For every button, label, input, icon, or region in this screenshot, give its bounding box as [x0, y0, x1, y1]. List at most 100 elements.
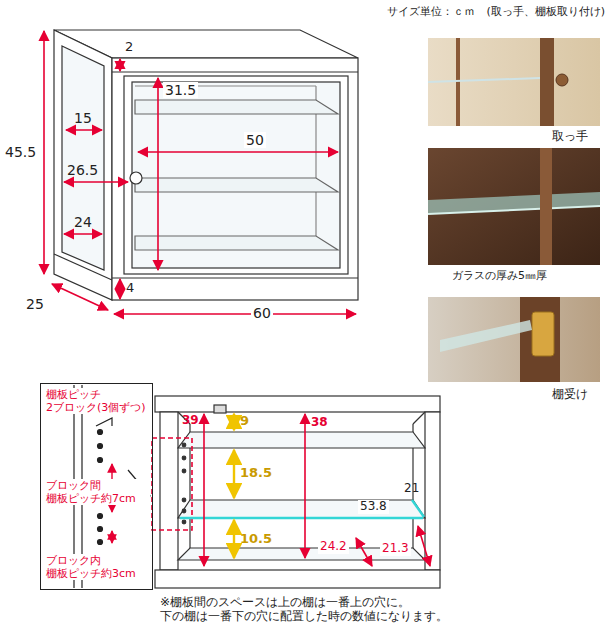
shelf-upper — [135, 100, 338, 114]
dim-arrow — [64, 233, 102, 235]
side-base-line — [54, 254, 112, 280]
dimension: 38 — [311, 416, 328, 430]
dim-arrow — [356, 538, 372, 566]
dim-arrow — [157, 78, 159, 270]
dimension: 60 — [251, 305, 273, 321]
front-face — [112, 58, 358, 300]
photo-glass-shelf — [428, 192, 600, 214]
dim-arrow — [304, 414, 306, 558]
photo-knob — [556, 74, 568, 86]
door-knob — [130, 172, 142, 184]
hole — [182, 456, 186, 460]
footnote: ※棚板間のスペースは上の棚は一番上の穴に。 下の棚は一番下の穴に配置した時の数値… — [160, 596, 460, 624]
photo-caption: ガラスの厚み5㎜厚 — [452, 270, 547, 283]
pitch-note: ブロック内 棚板ピッチ約3cm — [46, 554, 150, 580]
base-line — [112, 277, 358, 278]
dimension: 24.2 — [318, 540, 349, 554]
hole — [182, 509, 186, 513]
side-glass — [62, 46, 104, 270]
dimension: 24 — [74, 214, 92, 230]
dimension: 2 — [125, 40, 133, 55]
hole — [182, 469, 186, 473]
base — [155, 570, 440, 588]
pitch-note: 棚板ピッチ 2ブロック(3個ずつ) — [46, 388, 150, 414]
dim-arrow — [203, 414, 205, 566]
shelf-depth-line — [412, 500, 424, 517]
dim-arrow — [66, 129, 102, 131]
dimension: 15 — [74, 110, 92, 126]
pitch-detail-box: 棚板ピッチ 2ブロック(3個ずつ) ブロック間 棚板ピッチ約7cm ブロック内 棚板… — [40, 383, 153, 590]
dim-arrow — [64, 181, 128, 183]
shelf-support — [96, 418, 112, 426]
dimension: 39 — [182, 414, 199, 428]
top-board-line — [112, 71, 358, 72]
dimension: 18.5 — [240, 466, 272, 481]
dim-arrow — [52, 284, 108, 310]
hole — [98, 514, 103, 519]
hole — [182, 520, 186, 524]
dimension: 31.5 — [163, 82, 198, 98]
photo-glass — [428, 148, 600, 265]
pitch-arrow — [111, 531, 112, 543]
door-glass — [132, 82, 340, 268]
dimension: 21 — [404, 482, 419, 496]
dimension: 50 — [244, 132, 266, 148]
photo-frame-bar — [540, 148, 552, 265]
shelf-upper — [178, 432, 425, 448]
cabinet-front-view — [155, 396, 440, 588]
photo-glass-edge — [428, 206, 600, 214]
dim-arrow — [233, 520, 235, 558]
dim-arrow — [233, 414, 235, 430]
latch — [214, 405, 226, 413]
photo-caption: 棚受け — [552, 388, 588, 402]
dim-arrow — [119, 59, 121, 71]
dimension-arrows — [44, 31, 356, 314]
photo-handle — [428, 38, 600, 126]
pitch-note: ブロック間 棚板ピッチ約7cm — [46, 479, 150, 505]
left-post — [160, 412, 178, 570]
top-board — [155, 396, 440, 412]
hole — [98, 540, 103, 545]
shelf-lower — [135, 178, 338, 192]
photo-caption: 取っ手 — [552, 130, 588, 144]
hole — [98, 430, 103, 435]
photo-frame-bar — [456, 38, 460, 126]
dim-arrow — [119, 279, 121, 299]
dim-arrow — [114, 313, 356, 315]
photo-glass-shelf — [440, 320, 532, 352]
hole — [182, 498, 186, 502]
dim-arrow — [418, 526, 430, 566]
size-unit-note: サイズ単位：ｃｍ (取っ手、棚板取り付け) — [387, 6, 605, 19]
photo-frame-bar — [520, 297, 560, 382]
dim-arrow — [138, 151, 338, 153]
dimension: 25 — [26, 296, 44, 312]
door-frame — [124, 76, 348, 274]
hole — [98, 458, 103, 463]
hole — [182, 443, 186, 447]
hole — [98, 527, 103, 532]
photo-shelf-support — [428, 297, 600, 382]
shelf-width-line — [180, 517, 423, 519]
photo-hinge — [532, 312, 554, 356]
photo-glass-line — [428, 78, 540, 82]
shelf-lower — [178, 500, 425, 518]
detail-photos — [428, 38, 600, 382]
highlight-box — [152, 438, 192, 530]
photo-frame-bar — [540, 38, 554, 126]
dimension: 21.3 — [380, 542, 411, 556]
dim-arrow — [233, 450, 235, 498]
shelf-highlight — [180, 500, 424, 518]
dimension: 26.5 — [67, 162, 98, 178]
dimension: 45.5 — [5, 144, 36, 160]
right-post — [425, 412, 440, 570]
depth-line — [413, 412, 425, 424]
dimension: 4 — [126, 281, 134, 296]
side-panel — [54, 30, 112, 300]
dimension: 9 — [240, 414, 249, 429]
dimension: 10.5 — [240, 532, 272, 547]
cabinet-floor — [135, 236, 338, 250]
dim-arrow — [43, 31, 45, 274]
dimension: 53.8 — [358, 500, 389, 514]
